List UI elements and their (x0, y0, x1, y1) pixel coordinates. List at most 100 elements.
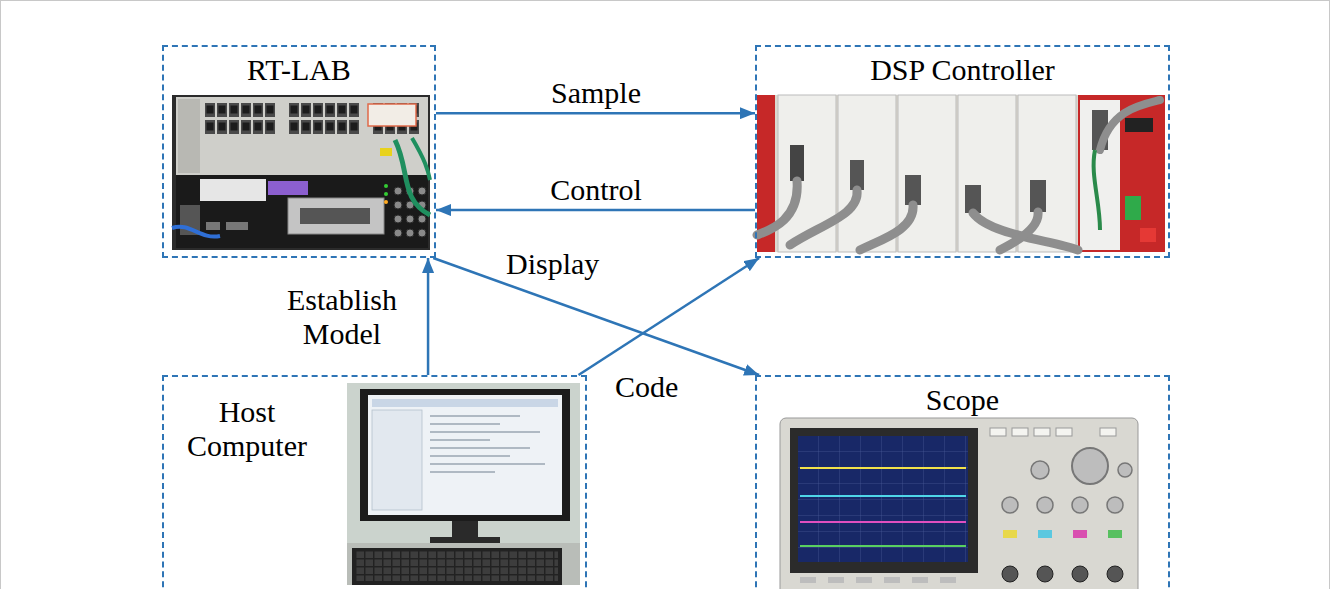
controller-photo-part (1100, 100, 1160, 150)
node-title: RT-LAB (164, 53, 434, 87)
edge-label: Code (612, 370, 681, 404)
connector-arrow (436, 209, 755, 212)
oscilloscope-photo-part (1072, 497, 1088, 513)
simulator-photo-part (300, 208, 370, 224)
controller-photo-part (790, 190, 857, 245)
oscilloscope-photo-part (940, 577, 956, 583)
simulator-photo-part (395, 140, 430, 215)
scope-panel: Scope (755, 375, 1170, 589)
simulator-photo-part (200, 179, 266, 201)
oscilloscope-photo-part (1118, 463, 1132, 477)
controller-photo-part (1125, 196, 1141, 220)
simulator-panel: RT-LAB (162, 45, 436, 258)
connector-arrow (579, 258, 760, 375)
oscilloscope-photo-part (884, 577, 900, 583)
simulator-photo-part (384, 200, 388, 204)
controller-photo-part (1000, 212, 1038, 250)
computer-photo-part (360, 389, 570, 521)
controller-photo-part (1078, 95, 1165, 252)
controller-photo-part (1030, 180, 1046, 212)
simulator-photo-part (204, 102, 276, 136)
oscilloscope-photo-part (1038, 530, 1052, 538)
oscilloscope-photo-part (1073, 530, 1087, 538)
oscilloscope-photo-part (912, 577, 928, 583)
simulator-photo-part (206, 222, 220, 230)
controller-photo-part (838, 95, 896, 252)
computer-photo-part (430, 416, 545, 472)
oscilloscope-photo-part (1056, 428, 1072, 436)
host-panel: Host Computer (162, 375, 587, 589)
controller-photo-part (1094, 150, 1100, 230)
computer-photo-part (368, 395, 562, 515)
controller-panel: DSP Controller (755, 45, 1170, 258)
oscilloscope-photo-part (798, 436, 968, 562)
simulator-photo-part (178, 99, 200, 173)
oscilloscope-photo-part (800, 545, 966, 547)
node-title: Scope (757, 383, 1168, 417)
computer-photo-part (430, 537, 500, 543)
oscilloscope-photo-part (800, 495, 966, 497)
oscilloscope-photo-part (798, 436, 968, 562)
edge-label: Display (503, 247, 602, 281)
computer-photo-part (352, 548, 562, 585)
simulator-photo-part (268, 181, 308, 195)
node-title: Host Computer (172, 395, 322, 463)
controller-photo-part (757, 95, 1165, 252)
computer-photo (347, 383, 580, 585)
oscilloscope-photo (780, 418, 1138, 589)
simulator-photo-part (176, 97, 428, 175)
oscilloscope-photo-part (828, 577, 844, 583)
oscilloscope-photo-part (1072, 448, 1108, 484)
oscilloscope-photo-part (1072, 566, 1088, 582)
computer-photo-part (372, 410, 422, 510)
computer-photo-part (452, 521, 478, 539)
oscilloscope-photo-part (856, 577, 872, 583)
connector-arrow (427, 258, 430, 375)
controller-photo-part (757, 181, 797, 235)
oscilloscope-photo-part (1037, 497, 1053, 513)
oscilloscope-photo-part (1034, 428, 1050, 436)
oscilloscope-photo-part (1037, 566, 1053, 582)
oscilloscope-photo-part (780, 418, 1138, 589)
oscilloscope-photo-part (1031, 461, 1049, 479)
simulator-photo-part (412, 138, 430, 180)
oscilloscope-photo-part (800, 467, 966, 469)
oscilloscope-photo-part (1002, 566, 1018, 582)
simulator-photo-part (368, 104, 416, 126)
connector-arrow (436, 112, 755, 115)
edge-label: Control (547, 173, 645, 207)
simulator-photo-part (384, 184, 388, 188)
oscilloscope-photo-part (1107, 497, 1123, 513)
computer-photo-part (372, 399, 558, 407)
oscilloscope-photo-part (790, 428, 978, 573)
computer-photo-part (356, 551, 558, 581)
oscilloscope-photo-part (800, 577, 816, 583)
computer-photo-part (347, 543, 580, 585)
oscilloscope-photo-part (1002, 497, 1018, 513)
controller-photo-part (1125, 118, 1153, 132)
oscilloscope-photo-part (990, 428, 1006, 436)
node-title: DSP Controller (757, 53, 1168, 87)
controller-photo (757, 95, 1165, 252)
simulator-photo-part (226, 222, 248, 230)
oscilloscope-photo-part (1100, 428, 1116, 436)
simulator-photo-part (172, 227, 220, 237)
oscilloscope-photo-part (1108, 530, 1122, 538)
controller-photo-part (860, 205, 913, 250)
simulator-photo-part (384, 192, 388, 196)
edge-label: Establish Model (264, 283, 420, 351)
controller-photo-part (790, 145, 804, 181)
edge-label: Sample (548, 76, 644, 110)
computer-photo-part (347, 383, 580, 585)
simulator-photo-part (288, 198, 384, 234)
simulator-photo-part (380, 148, 392, 156)
oscilloscope-photo-part (800, 521, 966, 523)
oscilloscope-photo-part (1012, 428, 1028, 436)
simulator-photo (172, 95, 430, 250)
controller-photo-part (1140, 228, 1156, 242)
simulator-photo-part (288, 102, 360, 136)
